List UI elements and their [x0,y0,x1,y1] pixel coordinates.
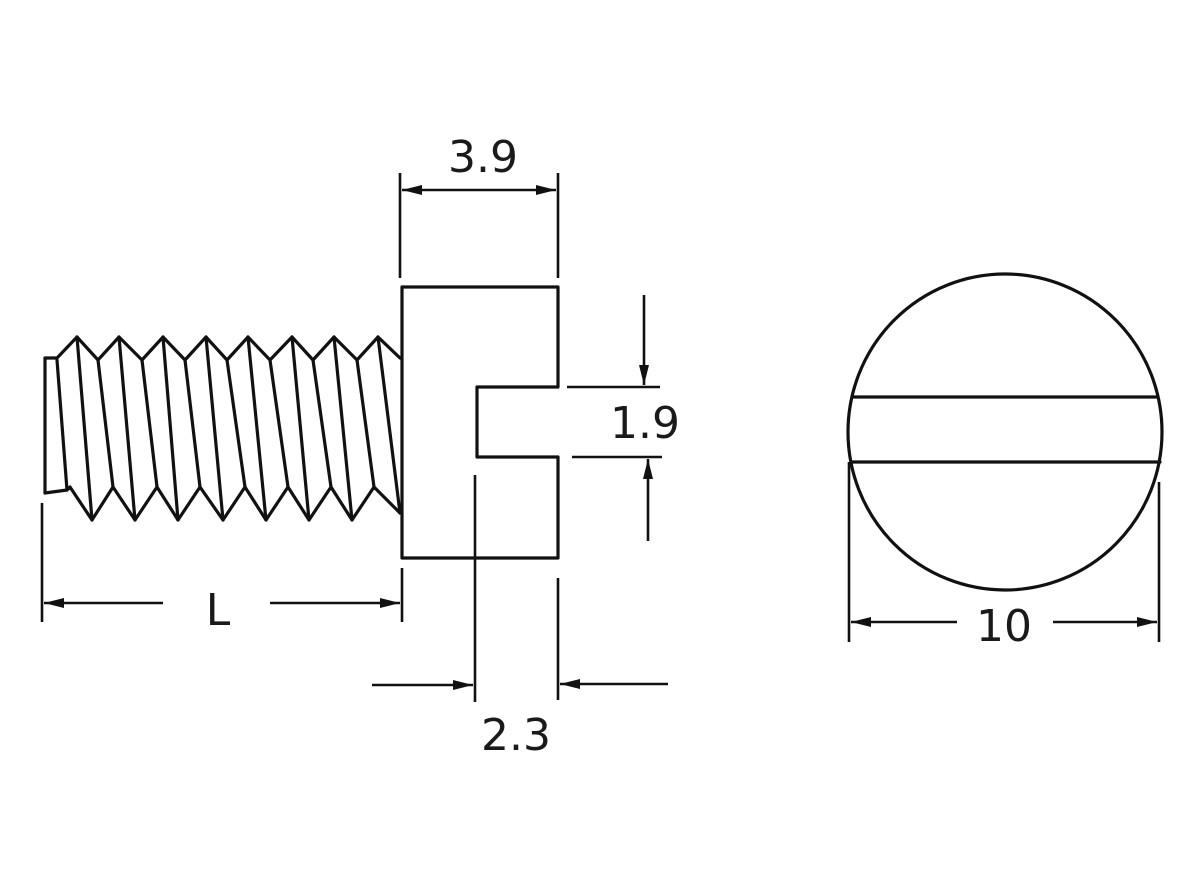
dim-slot-width: 1.9 [567,295,680,541]
thread-top-profile [43,335,402,362]
dim-label-head-height: 3.9 [448,132,518,183]
threaded-shank [43,335,402,522]
dim-length: L [40,503,404,636]
dim-label-head-diameter: 10 [976,601,1032,652]
dim-label-slot-depth: 2.3 [481,710,551,761]
thread-bottom-profile [43,485,402,522]
dim-head-diameter: 10 [847,462,1161,652]
screw-head-top [846,272,1164,592]
dim-label-length: L [206,585,231,636]
head-outline-circle [846,272,1164,592]
dim-label-slot-width: 1.9 [610,398,680,449]
thread-flank-lines [55,335,402,522]
dim-slot-depth: 2.3 [372,475,668,761]
screw-head-side [400,285,560,560]
dim-head-height: 3.9 [398,132,560,278]
